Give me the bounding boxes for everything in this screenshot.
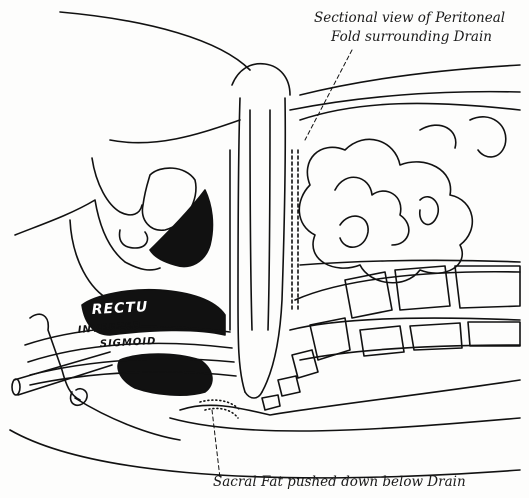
drain-tube-end (12, 379, 20, 395)
abdominal-wall-line (110, 120, 240, 143)
sacrum-outline (295, 272, 520, 300)
annotation-fold-drain: Fold surrounding Drain (331, 31, 492, 45)
sacrum-outline (300, 260, 520, 265)
rectal-mass (150, 190, 212, 266)
clamp (71, 389, 88, 406)
intestine-coils (420, 125, 456, 148)
central-drain (250, 110, 252, 330)
vertebra (345, 272, 392, 318)
bladder-outline (15, 200, 160, 270)
leader-line-bottom (212, 410, 220, 478)
intestine-coils (340, 216, 368, 247)
abdominal-wall-line (60, 12, 250, 70)
central-drain (268, 110, 270, 330)
sacrum-outline (290, 318, 520, 330)
label-sigmoid: SIGMOID (100, 336, 157, 350)
central-drain (262, 98, 285, 392)
vertebra (262, 395, 280, 410)
annotation-peritoneal-fold: Sectional view of Peritoneal (314, 12, 505, 26)
vertebra (468, 322, 520, 346)
buttock-contour (10, 430, 520, 478)
vertebra (278, 376, 300, 396)
bladder-outline (120, 230, 148, 248)
label-rectum: RECTU (91, 299, 148, 318)
intestine-coils (420, 197, 439, 225)
bladder-outline (92, 158, 142, 215)
buttock-contour (75, 398, 180, 440)
abdominal-wall-line (300, 65, 520, 95)
vertebra (292, 350, 318, 378)
sacral-fat (200, 400, 240, 418)
buttock-contour (170, 418, 520, 431)
buttock-contour (180, 380, 520, 415)
clamp (30, 314, 80, 400)
annotation-sacral-fat: Sacral Fat pushed down below Drain (213, 476, 466, 490)
central-drain (232, 64, 290, 95)
intestine-coils (470, 117, 506, 157)
leader-line-top (305, 50, 352, 140)
central-drain (245, 392, 262, 398)
sacrum-outline (300, 345, 520, 360)
intestine-coils (335, 177, 409, 245)
central-drain (238, 98, 245, 392)
